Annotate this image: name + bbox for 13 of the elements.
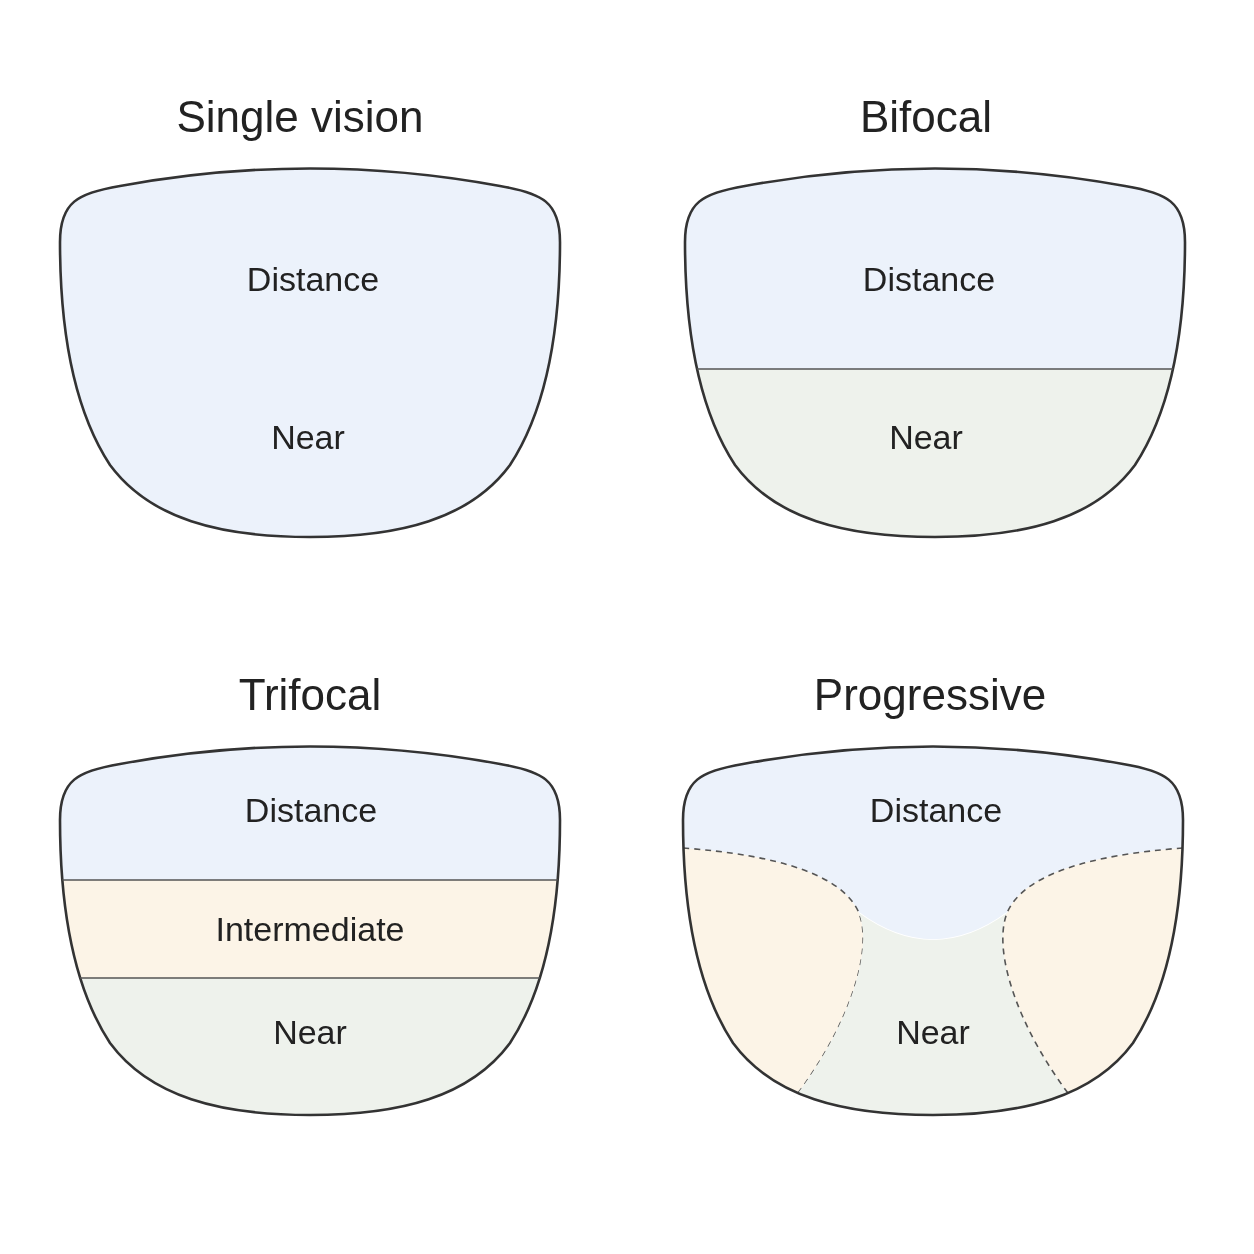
zone-label: Near — [896, 1012, 970, 1052]
zone-label: Near — [889, 417, 963, 457]
lens-title: Single vision — [176, 92, 424, 142]
zone-label: Distance — [862, 259, 996, 299]
lens-title: Bifocal — [859, 92, 993, 142]
zone-label: Near — [273, 1012, 347, 1052]
lens-title: Progressive — [813, 670, 1047, 720]
zone-label: Distance — [244, 790, 378, 830]
zone-label: Distance — [869, 790, 1003, 830]
zone-label: Distance — [246, 259, 380, 299]
zone-label: Near — [271, 417, 345, 457]
lens-title: Trifocal — [238, 670, 382, 720]
zone-label: Intermediate — [215, 909, 405, 949]
